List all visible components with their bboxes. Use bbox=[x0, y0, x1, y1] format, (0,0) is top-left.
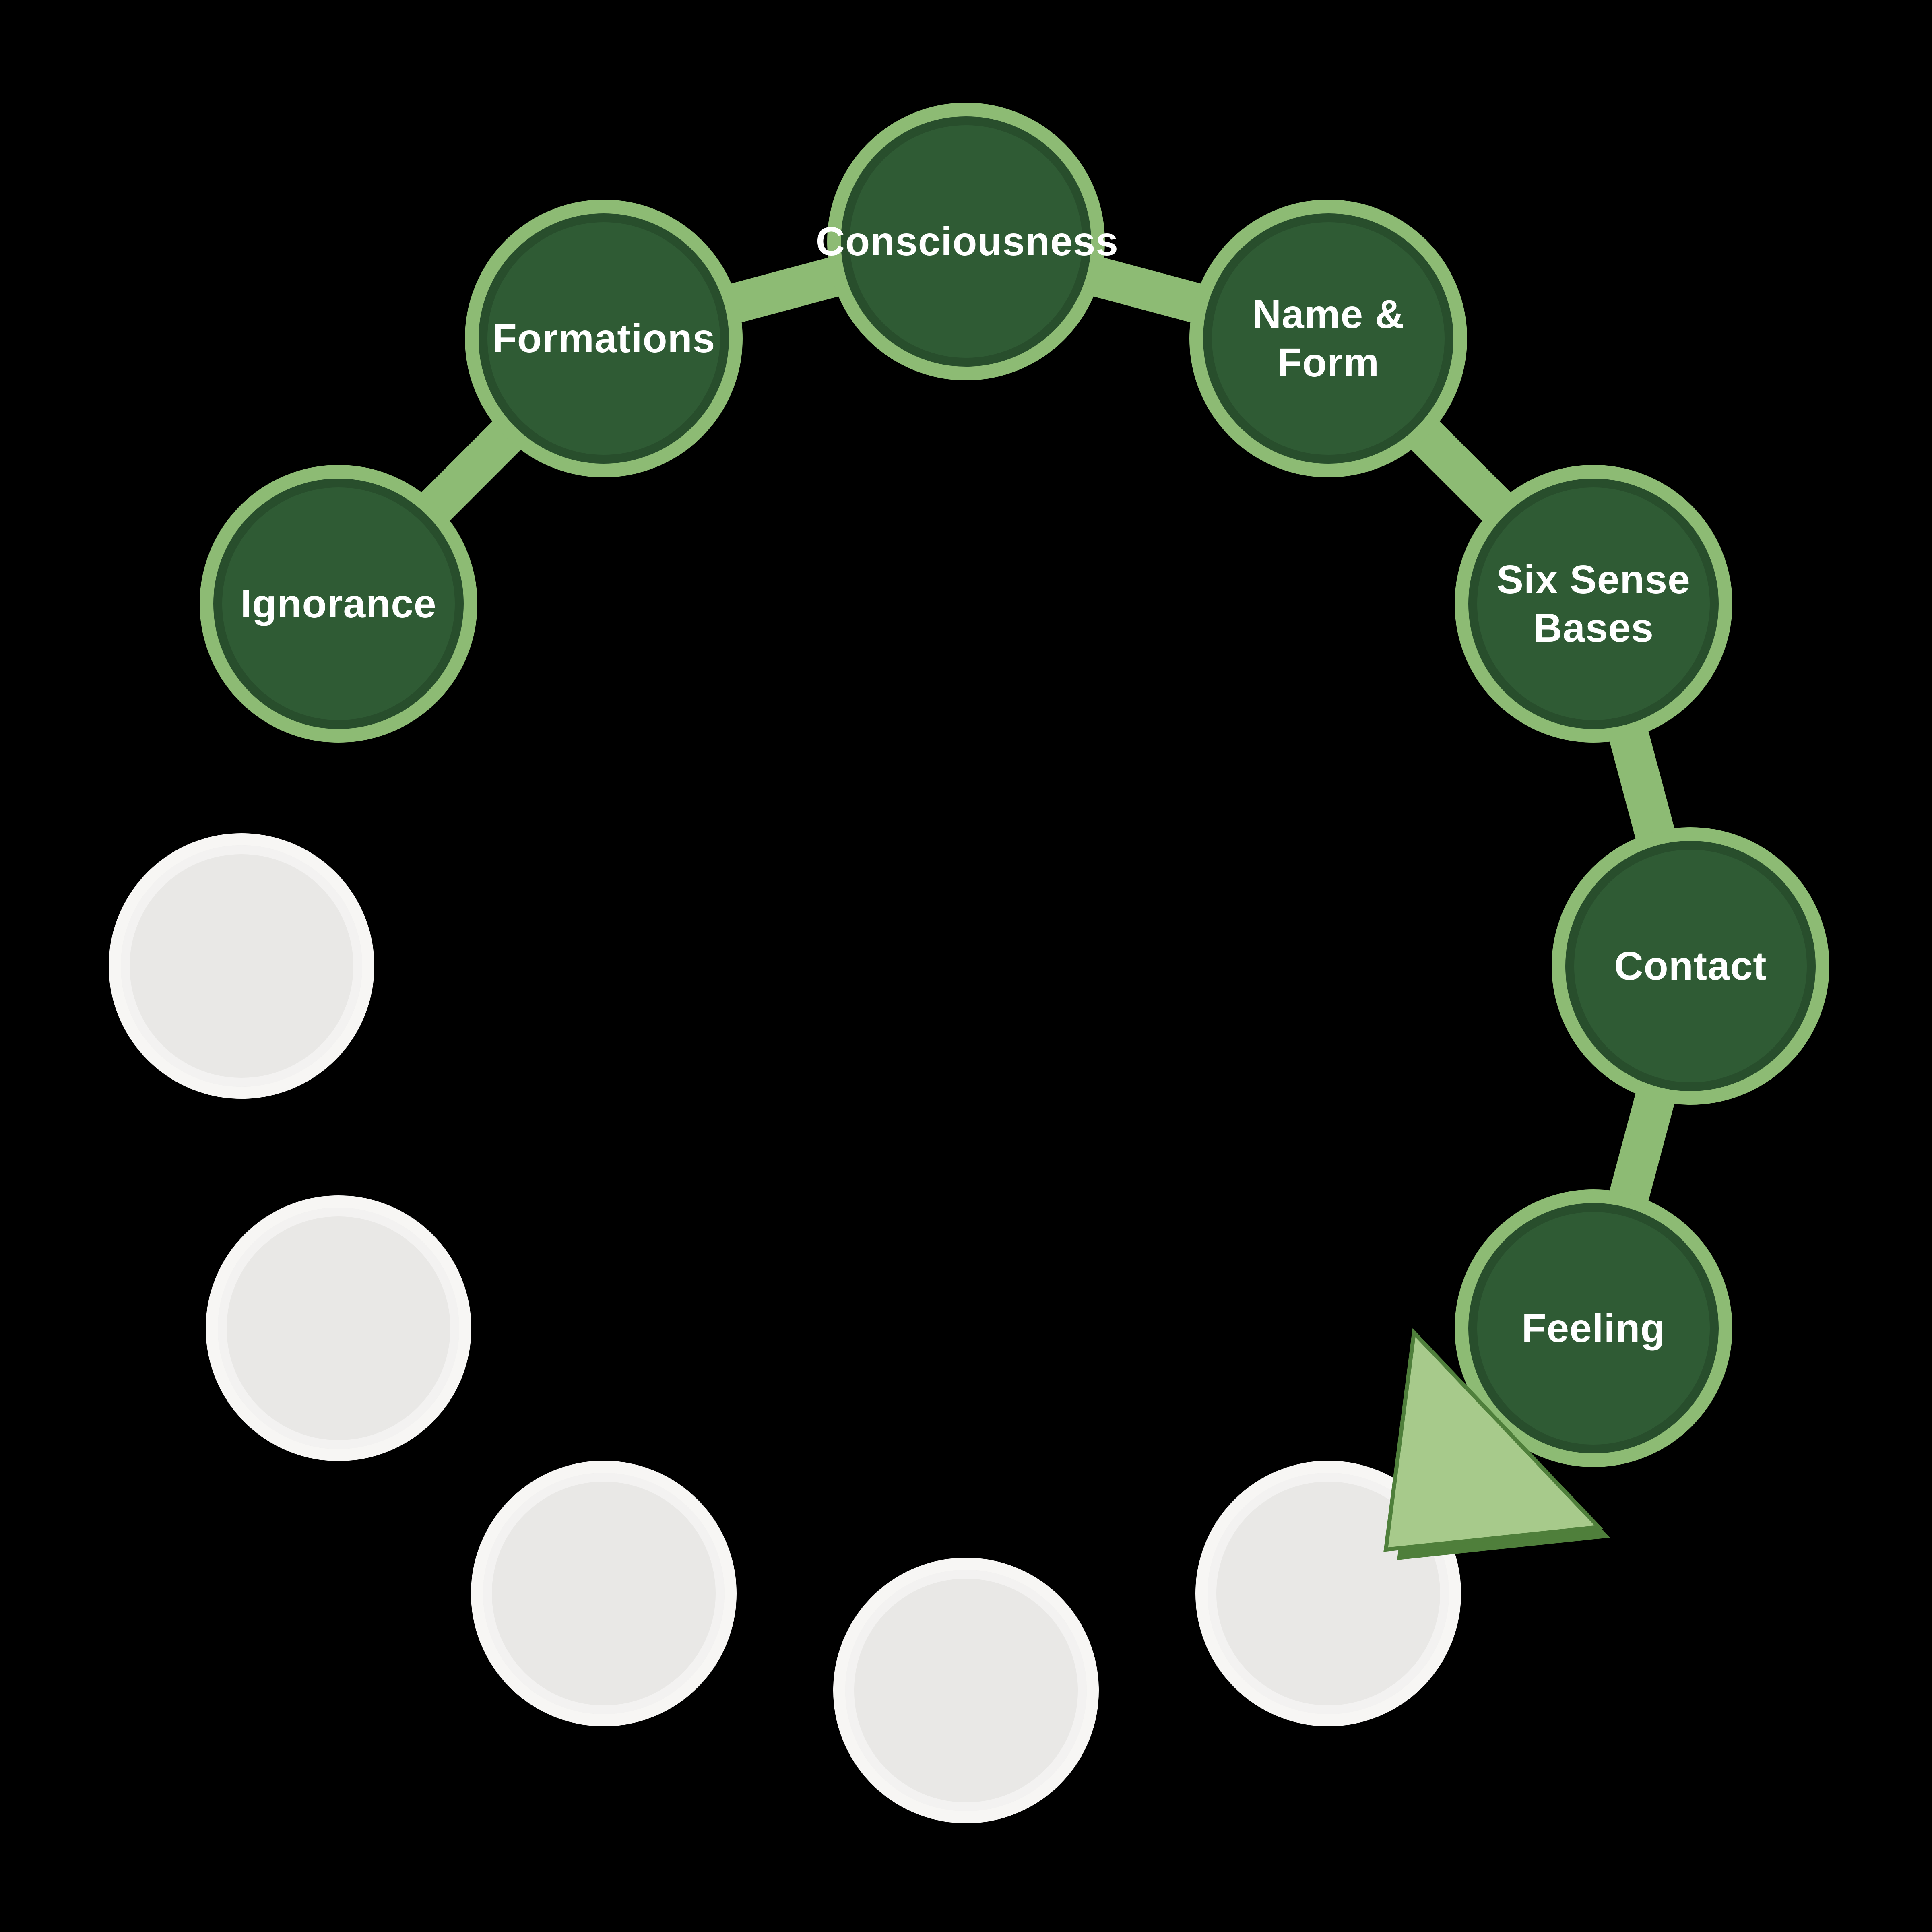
node-label-six-sense-bases: Six Sense Bases bbox=[1496, 557, 1690, 650]
node-ignorance: Ignorance bbox=[200, 465, 477, 743]
node-label-name-form: Name & Form bbox=[1252, 292, 1405, 385]
node-consciousness: Consciousness bbox=[816, 103, 1118, 380]
node-empty-1 bbox=[1195, 1461, 1461, 1726]
node-formations: Formations bbox=[465, 200, 743, 477]
node-empty-2 bbox=[833, 1558, 1099, 1823]
node-label-feeling: Feeling bbox=[1521, 1306, 1666, 1351]
node-feeling: Feeling bbox=[1455, 1189, 1732, 1467]
node-empty-5 bbox=[109, 833, 374, 1099]
node-label-ignorance: Ignorance bbox=[240, 581, 437, 626]
node-label-contact: Contact bbox=[1614, 943, 1767, 989]
node-name-form: Name & Form bbox=[1189, 200, 1467, 477]
node-label-consciousness: Consciousness bbox=[815, 219, 1119, 264]
node-six-sense-bases: Six Sense Bases bbox=[1455, 465, 1732, 743]
node-contact: Contact bbox=[1552, 827, 1829, 1105]
node-label-formations: Formations bbox=[492, 316, 716, 361]
node-empty-4 bbox=[206, 1195, 471, 1461]
node-empty-3 bbox=[471, 1461, 737, 1726]
